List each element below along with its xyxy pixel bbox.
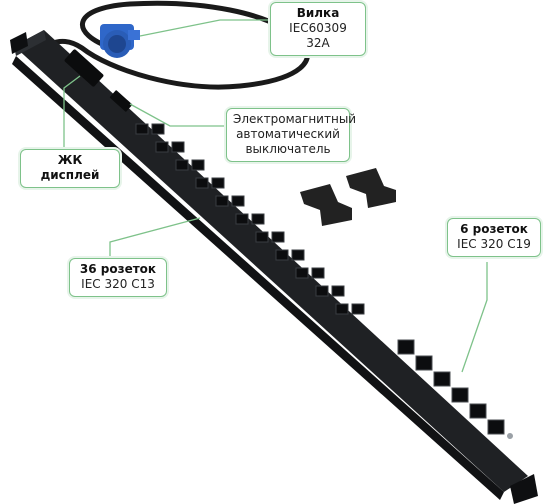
power-cable [47, 0, 310, 90]
breaker-icon [109, 90, 133, 112]
callout-c19: 6 розеток IEC 320 C19 [447, 218, 541, 257]
callout-plug: Вилка IEC60309 32A [270, 2, 366, 56]
callout-plug-title: Вилка [296, 6, 340, 20]
callout-c19-title: 6 розеток [460, 222, 528, 236]
callout-c13-sub: IEC 320 C13 [81, 277, 155, 291]
c13-outlets [135, 123, 365, 315]
callout-c19-sub: IEC 320 C19 [457, 237, 531, 251]
mounting-bracket-icon [300, 168, 396, 226]
callout-c13: 36 розеток IEC 320 C13 [69, 258, 167, 297]
callout-c13-title: 36 розеток [79, 262, 157, 276]
callout-breaker-line2: автоматический [236, 127, 340, 141]
plug-icon [100, 24, 140, 58]
c19-outlets [397, 339, 505, 435]
callout-lcd-title: ЖК дисплей [40, 153, 100, 182]
leader-lines [63, 19, 488, 373]
callout-plug-sub: IEC60309 32A [289, 21, 347, 50]
callout-breaker-line3: выключатель [245, 142, 331, 156]
callout-breaker: Электромагнитный автоматический выключат… [226, 108, 357, 162]
lcd-display-icon [64, 49, 104, 87]
pdu-body [10, 30, 538, 504]
callout-lcd: ЖК дисплей [20, 149, 120, 188]
callout-breaker-line1: Электромагнитный [233, 112, 357, 126]
